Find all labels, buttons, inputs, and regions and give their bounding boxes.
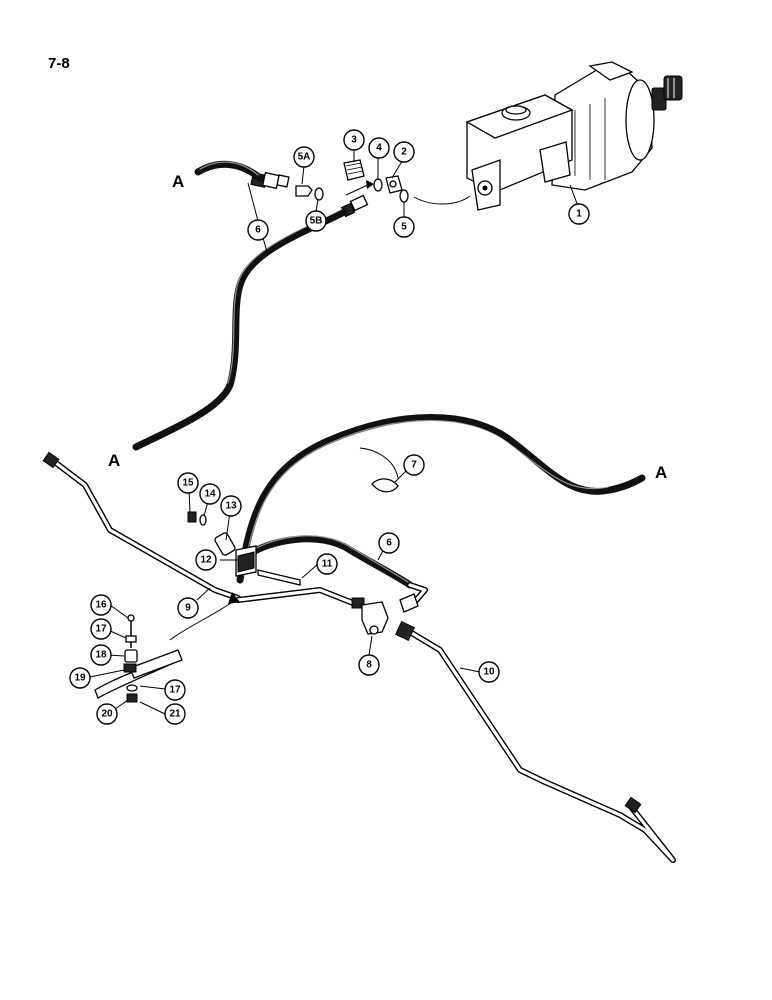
callout-13: 13 [220, 495, 242, 517]
hose-6-lower [244, 535, 414, 589]
callout-12: 12 [195, 549, 217, 571]
svg-text:17: 17 [169, 685, 181, 696]
view-letter-a-left: A [108, 451, 120, 470]
master-cylinder [465, 61, 683, 211]
callout-5a: 5A [293, 146, 315, 168]
frame-clip-assembly [94, 614, 183, 703]
callout-5: 5 [393, 216, 415, 238]
svg-text:5: 5 [401, 222, 407, 233]
svg-text:20: 20 [101, 709, 113, 720]
callout-3: 3 [343, 129, 365, 151]
hose-a-top [194, 160, 264, 182]
svg-text:6: 6 [255, 225, 261, 236]
callout-14: 14 [199, 483, 221, 505]
callout-6-lower: 6 [378, 532, 400, 554]
callout-15: 15 [177, 472, 199, 494]
tube-end-fittings [42, 451, 642, 814]
hose-6-upper [132, 208, 348, 451]
callout-9: 9 [177, 597, 199, 619]
svg-text:2: 2 [401, 147, 407, 158]
callout-11: 11 [316, 553, 338, 575]
callout-18: 18 [90, 644, 112, 666]
callout-21: 21 [164, 703, 186, 725]
callout-2: 2 [393, 141, 415, 163]
svg-text:6: 6 [386, 538, 392, 549]
callout-4: 4 [368, 137, 390, 159]
cylinder-line [413, 195, 471, 205]
svg-text:8: 8 [366, 660, 372, 671]
svg-text:11: 11 [322, 559, 333, 570]
svg-text:15: 15 [182, 478, 194, 489]
view-letter-a-top: A [172, 172, 184, 191]
callout-5b: 5B [305, 210, 327, 232]
callout-6-upper: 6 [247, 219, 269, 241]
clamp-assembly [187, 511, 301, 586]
callout-19: 19 [69, 667, 91, 689]
view-letter-a-right: A [655, 463, 667, 482]
hose-7 [236, 414, 646, 584]
svg-text:7: 7 [411, 460, 417, 471]
tee-fitting-8 [361, 601, 415, 641]
svg-text:5B: 5B [310, 216, 323, 227]
callout-10: 10 [478, 661, 500, 683]
svg-text:19: 19 [74, 673, 86, 684]
svg-text:17: 17 [95, 624, 107, 635]
callout-20: 20 [96, 703, 118, 725]
svg-text:4: 4 [376, 143, 382, 154]
svg-text:16: 16 [95, 600, 107, 611]
svg-text:18: 18 [95, 650, 107, 661]
callout-8: 8 [358, 654, 380, 676]
svg-text:5A: 5A [298, 152, 311, 163]
svg-text:13: 13 [225, 501, 237, 512]
top-fittings [250, 159, 409, 218]
svg-text:14: 14 [204, 489, 216, 500]
callout-17-lower: 17 [164, 679, 186, 701]
callout-1: 1 [568, 203, 590, 225]
svg-text:21: 21 [169, 709, 181, 720]
svg-text:1: 1 [576, 209, 582, 220]
callout-16: 16 [90, 594, 112, 616]
callout-17-upper: 17 [90, 618, 112, 640]
page-number: 7-8 [48, 55, 70, 72]
clip-7 [371, 478, 399, 493]
svg-text:3: 3 [351, 135, 357, 146]
svg-text:9: 9 [185, 603, 191, 614]
svg-text:10: 10 [483, 667, 495, 678]
svg-text:12: 12 [200, 555, 212, 566]
callout-7: 7 [403, 454, 425, 476]
